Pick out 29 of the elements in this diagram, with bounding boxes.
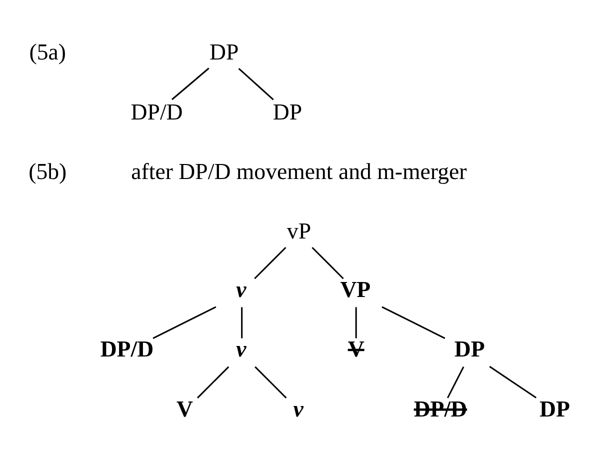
label: (5b) — [28, 158, 67, 184]
connector — [238, 68, 274, 100]
connector — [355, 306, 357, 338]
node-text: DP/D — [130, 98, 183, 124]
node-text: vP — [286, 218, 312, 244]
node-text: VP — [340, 276, 371, 302]
node-text: DP — [454, 336, 485, 362]
connector — [446, 366, 464, 398]
connector — [254, 366, 287, 398]
node-text: v — [293, 396, 304, 421]
node-text: v — [236, 336, 246, 362]
connector — [254, 246, 286, 279]
label: after DP/D movement and m-merger — [131, 158, 467, 184]
node-text: V — [176, 396, 193, 421]
node-text: v — [236, 276, 246, 302]
node-text: DP/D — [100, 336, 154, 362]
connector — [312, 246, 344, 279]
connector — [382, 306, 446, 338]
connector — [152, 306, 216, 338]
connector — [196, 366, 230, 398]
label: (5a) — [29, 39, 66, 64]
node-text: DP/D — [414, 396, 468, 421]
node-text: DP — [539, 396, 570, 421]
node-text: DP — [272, 98, 302, 124]
node-text: DP — [209, 39, 239, 64]
connector — [489, 365, 537, 398]
node-text: V — [348, 336, 364, 362]
connector — [241, 306, 243, 338]
connector — [172, 67, 210, 100]
